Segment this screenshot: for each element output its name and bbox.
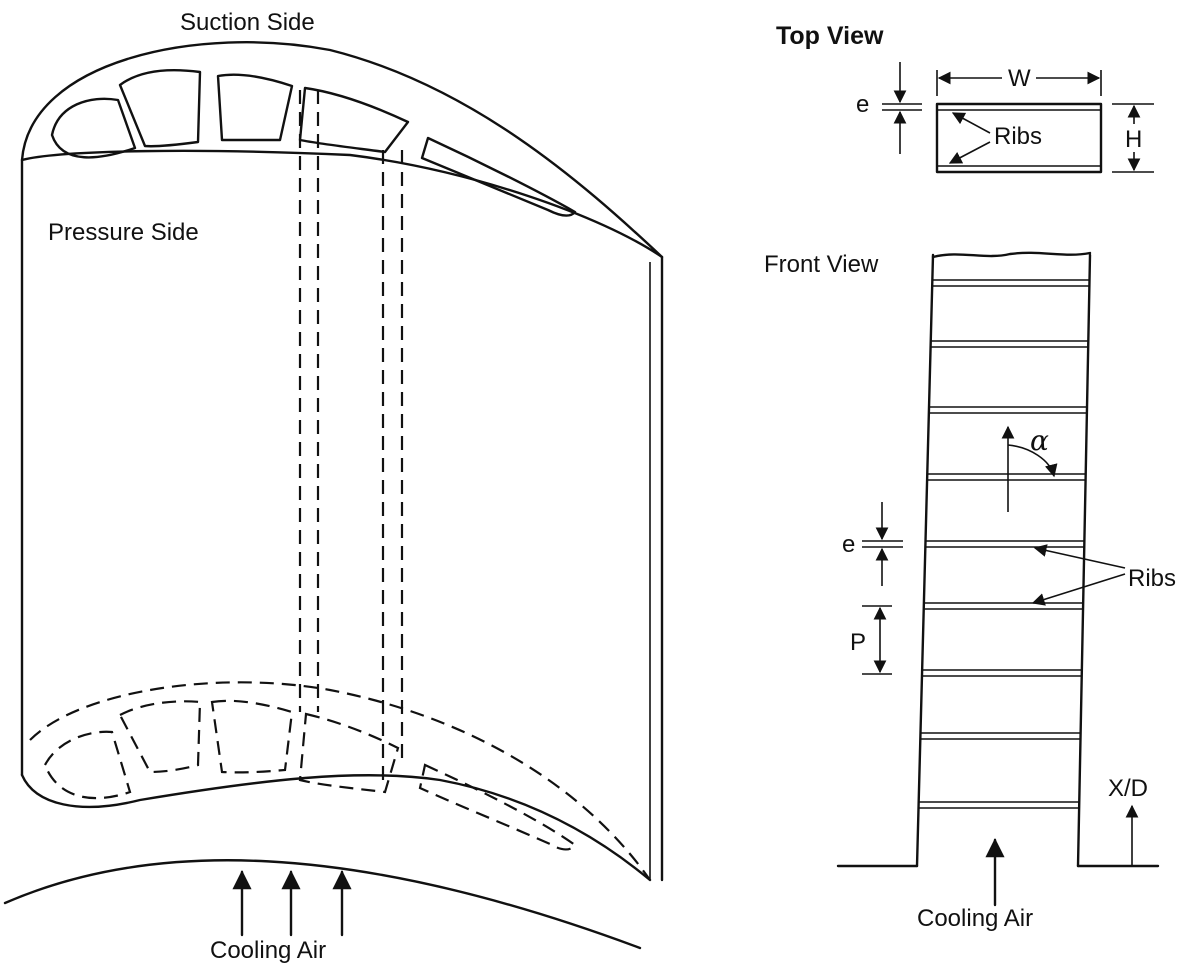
root-passage-2 [118, 700, 202, 774]
front-alpha-arc [1007, 444, 1058, 478]
front-view: Front View α e [764, 251, 1176, 932]
top-view-e-label: e [856, 91, 869, 118]
root-passage-4 [298, 712, 400, 794]
front-view-p-label: P [850, 629, 866, 656]
front-view-ribs-label: Ribs [1128, 565, 1176, 592]
blade-tip-outline [20, 41, 664, 259]
front-ribs [918, 279, 1089, 809]
top-ribs-arrow-1 [951, 112, 991, 134]
front-channel-top-edge [931, 251, 1092, 259]
front-view-title: Front View [764, 251, 879, 278]
root-hidden-outline [29, 681, 651, 881]
top-view-channel [935, 102, 1103, 174]
front-view-cooling-air-label: Cooling Air [917, 905, 1033, 932]
front-view-e-label: e [842, 531, 855, 558]
tip-passage-2 [118, 69, 202, 148]
front-view-alpha-label: α [1030, 424, 1049, 457]
root-passage-1 [43, 730, 132, 800]
top-view-h-label: H [1125, 126, 1142, 153]
front-ribs-arrow-2 [1031, 573, 1126, 606]
top-view-title: Top View [776, 22, 884, 50]
tip-passage-5 [420, 136, 577, 217]
root-passage-3 [210, 699, 294, 774]
top-view-ribs-label: Ribs [994, 123, 1042, 150]
blade-cooling-air-label: Cooling Air [210, 937, 326, 964]
top-view-w-label: W [1008, 65, 1031, 92]
tip-passage-4 [298, 86, 410, 154]
front-view-xd-label: X/D [1108, 775, 1148, 802]
tip-passage-3 [216, 73, 294, 142]
pressure-side-label: Pressure Side [48, 219, 199, 246]
platform-curve [3, 859, 642, 950]
front-channel-right-wall [1076, 253, 1092, 868]
root-passage-5 [418, 763, 577, 851]
tip-passage-1 [50, 97, 137, 159]
front-channel-left-wall [915, 253, 935, 868]
blade-root-curve [20, 773, 652, 882]
suction-side-label: Suction Side [180, 9, 315, 36]
top-view: Top View W H e Ribs [776, 22, 1154, 174]
front-ribs-arrow-1 [1033, 544, 1126, 569]
top-ribs-arrow-2 [948, 141, 991, 164]
turbine-blade: Suction Side Pressure Side Cooling Air [3, 9, 664, 964]
